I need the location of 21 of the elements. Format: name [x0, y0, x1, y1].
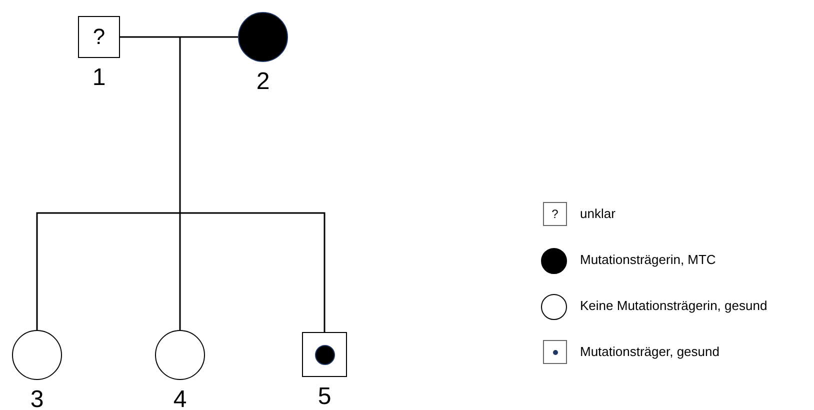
legend-label: Mutationsträgerin, MTC — [580, 252, 716, 267]
square-symbol: ? — [78, 16, 120, 58]
pedigree-line — [36, 212, 180, 330]
pedigree-line — [180, 36, 238, 38]
circle-symbol — [155, 330, 205, 380]
individual-number: 5 — [316, 383, 332, 410]
individual-number: 1 — [91, 64, 107, 92]
pedigree-line — [120, 36, 180, 38]
legend-square: ? — [543, 202, 567, 226]
legend-label: Mutationsträger, gesund — [580, 344, 720, 359]
pedigree-line — [179, 212, 181, 330]
circle-symbol — [12, 330, 62, 380]
individual-number: 3 — [29, 386, 45, 410]
individual-number: 2 — [255, 68, 271, 96]
legend-label: Keine Mutationsträgerin, gesund — [580, 298, 768, 313]
circle-symbol — [238, 12, 288, 62]
legend-label: unklar — [580, 206, 616, 221]
square-symbol — [302, 332, 347, 377]
individual-number: 4 — [172, 386, 188, 410]
pedigree-line — [180, 212, 326, 332]
pedigree-line — [179, 37, 181, 213]
